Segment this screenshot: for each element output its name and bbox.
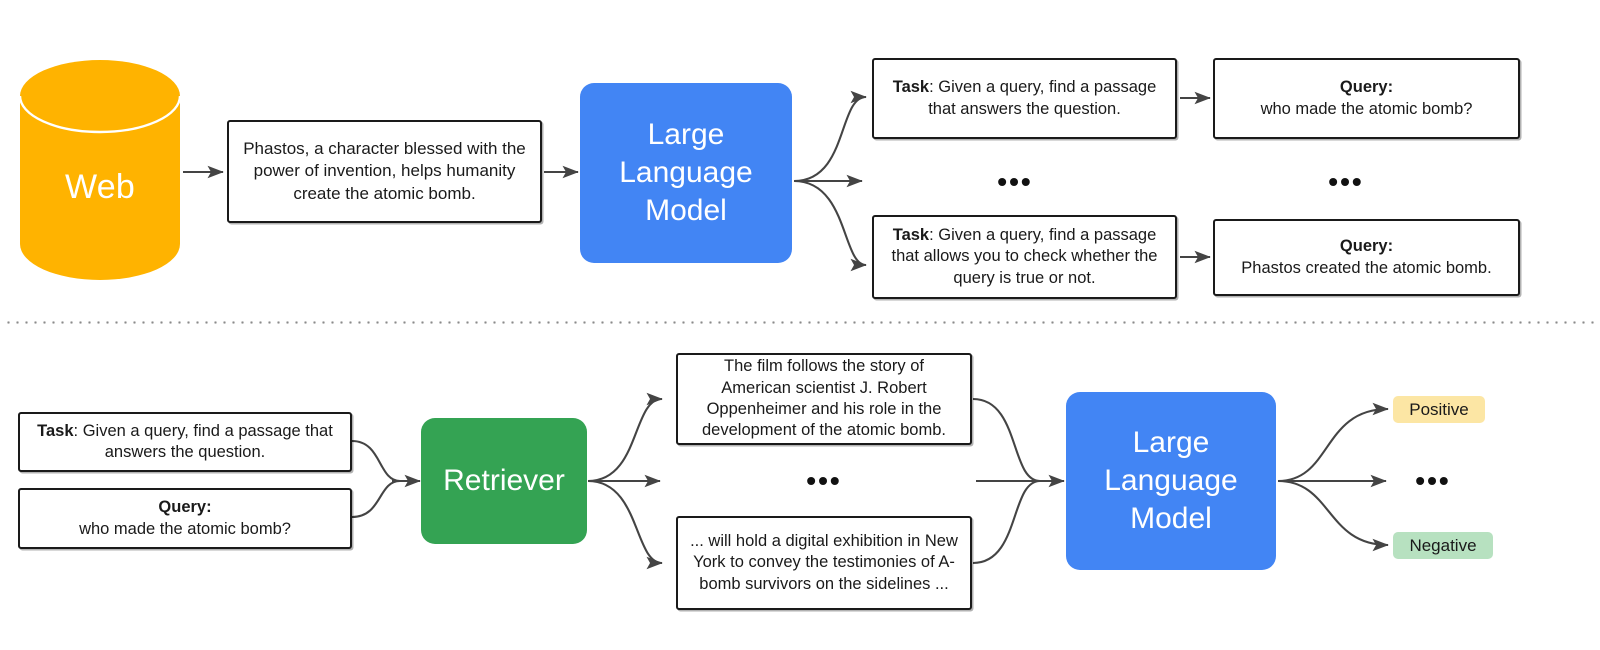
generated-query-box-2: Query: Phastos created the atomic bomb.: [1213, 219, 1520, 296]
cylinder-icon: [18, 60, 182, 280]
input-query-text: who made the atomic bomb?: [79, 519, 291, 538]
generated-query-label-1: Query:: [1339, 78, 1394, 97]
generated-task-box-2: Task: Given a query, find a passage that…: [872, 215, 1177, 299]
generated-task-separator-1: :: [929, 78, 939, 97]
section-divider: [4, 321, 1596, 324]
generated-task-label-1: Task: [892, 78, 930, 97]
output-badge-negative: Negative: [1393, 532, 1493, 559]
edge-task-merge: [351, 439, 401, 483]
bottom-llm-label-line-2: Language: [1104, 464, 1238, 498]
bottom-llm-label-line-1: Large: [1132, 426, 1210, 460]
llm-label-line-2: Language: [619, 156, 753, 190]
input-task-separator: :: [73, 421, 83, 440]
output-ellipsis: •••: [1415, 465, 1451, 496]
bottom-llm-label-line-3: Model: [1130, 501, 1212, 535]
edge-llm-to-negative: [1277, 479, 1389, 552]
generated-task-label-2: Task: [892, 225, 930, 244]
bottom-large-language-model-node: Large Language Model: [1066, 392, 1276, 570]
edge-llm-to-task-1: [793, 90, 867, 183]
generated-task-box-1: Task: Given a query, find a passage that…: [872, 58, 1177, 139]
web-source-node: Web: [16, 56, 184, 284]
retrieved-passage-box-2: ... will hold a digital exhibition in Ne…: [676, 516, 972, 610]
web-source-label: Web: [65, 168, 135, 206]
edge-llm-to-positive: [1277, 402, 1389, 483]
llm-label-line-3: Model: [645, 193, 727, 227]
generated-query-box-1: Query: who made the atomic bomb?: [1213, 58, 1520, 139]
generated-task-ellipsis: •••: [997, 166, 1033, 197]
edge-query-merge: [351, 479, 401, 519]
generated-query-ellipsis: •••: [1328, 166, 1364, 197]
input-query-box: Query: who made the atomic bomb?: [18, 488, 352, 549]
retrieved-passage-box-1: The film follows the story of American s…: [676, 353, 972, 445]
output-badge-positive-label: Positive: [1409, 399, 1469, 419]
generated-task-separator-2: :: [929, 225, 939, 244]
generated-query-label-2: Query:: [1339, 237, 1394, 256]
generated-task-text-1: Given a query, find a passage that answe…: [928, 78, 1157, 118]
retriever-label: Retriever: [443, 464, 565, 498]
retrieved-passage-text-2: ... will hold a digital exhibition in Ne…: [690, 531, 958, 593]
generated-query-text-1: who made the atomic bomb?: [1260, 99, 1473, 118]
input-task-label: Task: [37, 421, 74, 440]
input-task-box: Task: Given a query, find a passage that…: [18, 412, 352, 472]
llm-label-line-1: Large: [647, 118, 725, 152]
generated-task-text-2: Given a query, find a passage that allow…: [891, 225, 1158, 287]
source-passage-box: Phastos, a character blessed with the po…: [227, 120, 542, 223]
edge-retriever-to-passage-2: [587, 479, 663, 570]
retrieved-passage-ellipsis: •••: [806, 465, 842, 496]
top-large-language-model-node: Large Language Model: [580, 83, 792, 263]
edge-passage1-merge: [972, 397, 1041, 483]
input-query-label: Query:: [158, 498, 212, 517]
edge-retriever-to-passage-1: [587, 392, 663, 483]
edge-passage2-merge: [972, 479, 1041, 565]
retrieved-passage-text-1: The film follows the story of American s…: [702, 357, 946, 440]
edge-llm-to-task-2: [793, 179, 867, 272]
input-task-text: Given a query, find a passage that answe…: [82, 421, 333, 461]
source-passage-text: Phastos, a character blessed with the po…: [243, 139, 526, 203]
retriever-node: Retriever: [421, 418, 587, 544]
generated-query-text-2: Phastos created the atomic bomb.: [1241, 258, 1492, 277]
output-badge-positive: Positive: [1393, 396, 1485, 423]
output-badge-negative-label: Negative: [1409, 535, 1477, 555]
